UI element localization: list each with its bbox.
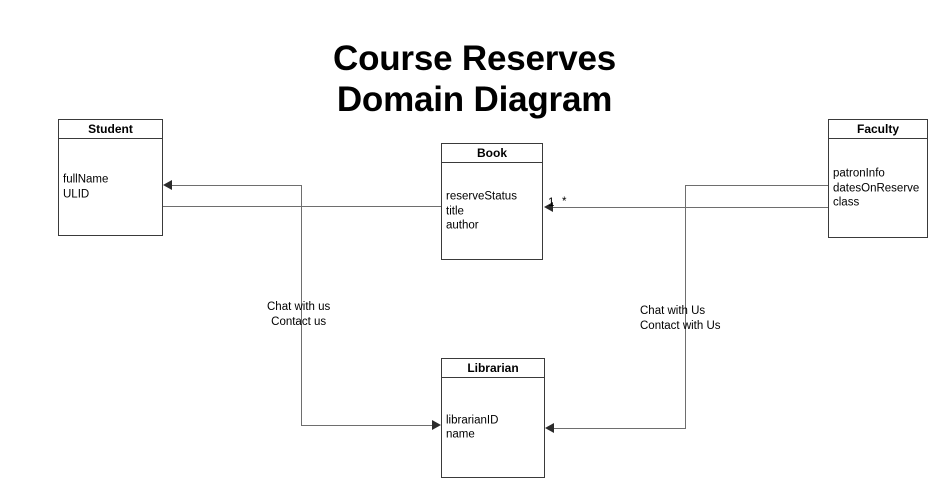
class-attributes-librarian: librarianID name <box>442 378 544 477</box>
attribute-list-book: reserveStatus title author <box>446 190 517 232</box>
edge-faculty-librarian-vertical <box>685 185 686 429</box>
edge-faculty-to-book <box>553 207 828 208</box>
class-title-student: Student <box>59 120 162 139</box>
attribute-list-student: fullName ULID <box>63 173 109 201</box>
page-title: Course Reserves Domain Diagram <box>0 38 949 121</box>
edge-label-student-librarian: Chat with us Contact us <box>267 301 331 328</box>
class-title-faculty: Faculty <box>829 120 927 139</box>
edge-into-librarian-right <box>554 428 686 429</box>
attribute-list-faculty: patronInfo datesOnReserve class <box>833 167 920 209</box>
edge-into-librarian-left <box>301 425 432 426</box>
class-box-faculty[interactable]: Faculty patronInfo datesOnReserve class <box>828 119 928 238</box>
class-box-librarian[interactable]: Librarian librarianID name <box>441 358 545 478</box>
title-line-2: Domain Diagram <box>336 80 613 120</box>
edge-book-to-student-top <box>172 185 302 186</box>
arrowhead-into-student <box>163 180 172 190</box>
class-attributes-faculty: patronInfo datesOnReserve class <box>829 139 927 237</box>
class-title-book: Book <box>442 144 542 163</box>
edge-label-faculty-librarian: Chat with Us Contact with Us <box>640 305 721 332</box>
arrowhead-into-librarian-right <box>545 423 554 433</box>
edge-student-to-book-bottom <box>163 206 441 207</box>
edge-faculty-to-librarian-top <box>685 185 828 186</box>
arrowhead-into-librarian-left <box>432 420 441 430</box>
class-box-book[interactable]: Book reserveStatus title author <box>441 143 543 260</box>
class-attributes-book: reserveStatus title author <box>442 163 542 259</box>
multiplicity-many: * <box>562 196 567 208</box>
title-line-1: Course Reserves <box>333 39 616 78</box>
class-attributes-student: fullName ULID <box>59 139 162 235</box>
edge-student-librarian-vertical <box>301 185 302 426</box>
arrowhead-into-book <box>544 202 553 212</box>
attribute-list-librarian: librarianID name <box>446 414 499 441</box>
multiplicity-one: 1 <box>548 197 555 209</box>
class-box-student[interactable]: Student fullName ULID <box>58 119 163 236</box>
class-title-librarian: Librarian <box>442 359 544 378</box>
